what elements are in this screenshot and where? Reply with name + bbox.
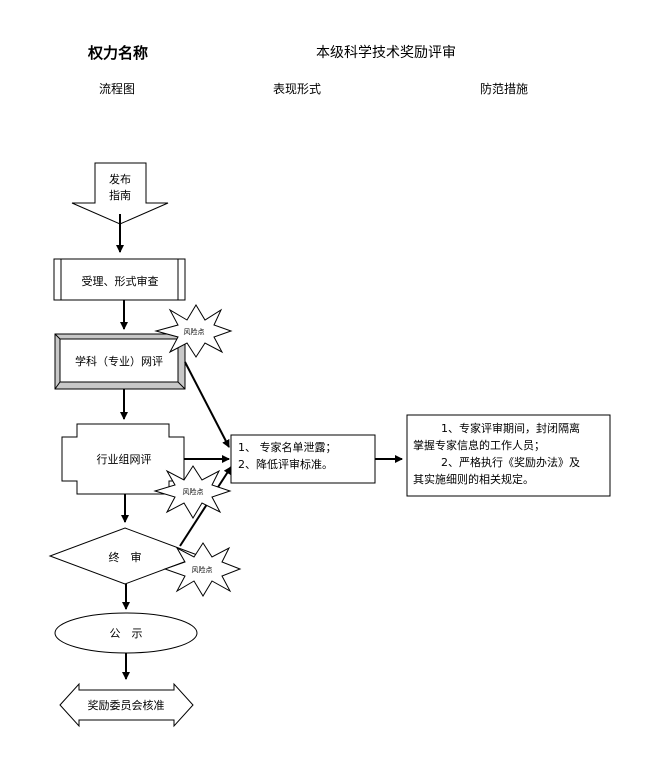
prevention-line-1: 1、专家评审期间，封闭隔离	[441, 422, 580, 435]
risk-burst-1-label: 风险点	[184, 327, 205, 336]
final-review-label: 终 审	[109, 550, 142, 564]
accept-node: 受理、形式审查	[53, 258, 186, 301]
manifestation-box	[230, 434, 376, 484]
prevention-line-2: 掌握专家信息的工作人员；	[413, 439, 545, 452]
start-node-line1: 发布	[109, 172, 131, 186]
prevention-box	[406, 414, 611, 497]
column-header-prevention: 防范措施	[480, 82, 529, 96]
connector-subject-to-risk	[184, 361, 230, 448]
manifestation-text: 1、 专家名单泄露； 2、降低评审标准。	[238, 439, 337, 473]
risk-burst-3-label: 风险点	[192, 565, 213, 574]
risk-burst-2: 风险点	[153, 465, 232, 519]
final-review-node: 终 审	[48, 527, 202, 585]
power-name-label: 权力名称	[88, 44, 149, 62]
connector-final-to-risk	[179, 466, 232, 547]
manifestation-line-1: 1、 专家名单泄露；	[238, 441, 337, 454]
risk-burst-1: 风险点	[154, 304, 233, 358]
prevention-line-4: 其实施细则的相关规定。	[413, 473, 534, 486]
prevention-line-3: 2、严格执行《奖励办法》及	[441, 456, 580, 469]
risk-burst-2-label: 风险点	[183, 487, 204, 496]
prevention-text: 1、专家评审期间，封闭隔离 掌握专家信息的工作人员； 2、严格执行《奖励办法》及…	[413, 420, 607, 488]
industry-review-node: 行业组网评	[61, 423, 185, 495]
subject-review-node: 学科（专业）网评	[54, 333, 186, 390]
risk-burst-3: 风险点	[163, 542, 242, 597]
column-header-flowchart: 流程图	[99, 82, 136, 96]
manifestation-line-2: 2、降低评审标准。	[238, 458, 333, 471]
industry-review-label: 行业组网评	[97, 452, 152, 466]
approve-node: 奖励委员会核准	[59, 682, 194, 728]
column-header-manifestation: 表现形式	[273, 82, 322, 96]
start-node-shape	[71, 162, 169, 225]
accept-node-label: 受理、形式审查	[82, 274, 159, 288]
power-name-value: 本级科学技术奖励评审	[316, 45, 456, 61]
approve-label: 奖励委员会核准	[88, 698, 165, 712]
publicity-label: 公 示	[110, 627, 143, 640]
start-node-line2: 指南	[109, 188, 131, 202]
publicity-node: 公 示	[54, 612, 198, 654]
subject-review-label: 学科（专业）网评	[75, 354, 163, 368]
